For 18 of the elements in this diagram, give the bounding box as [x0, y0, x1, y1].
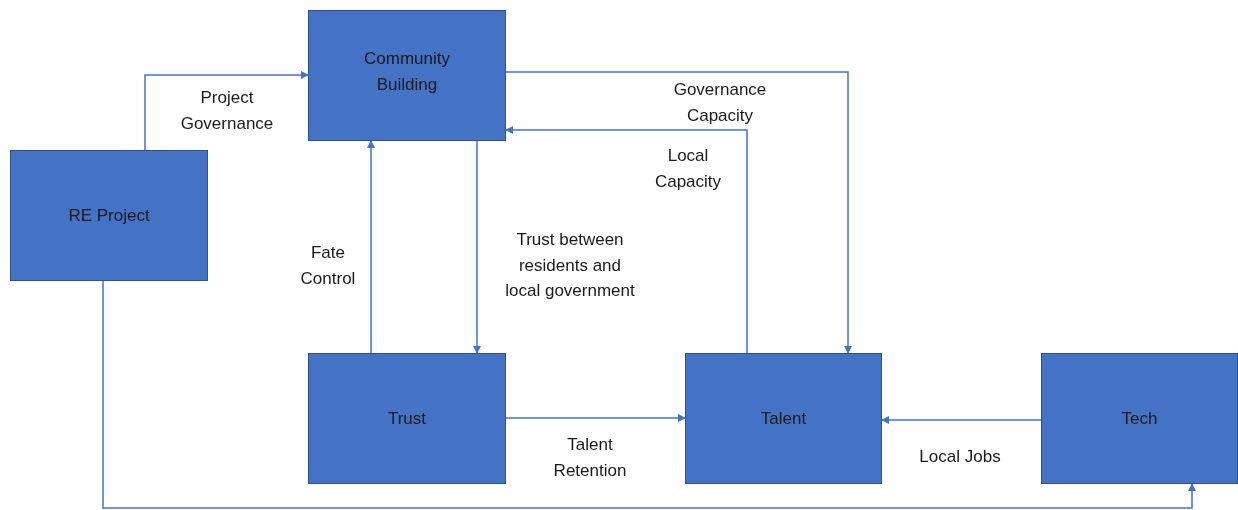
box-label: Talent — [760, 407, 807, 430]
arrow — [102, 280, 1196, 509]
arrow — [505, 414, 686, 422]
box-label: Tech — [1121, 407, 1158, 430]
arrow — [505, 126, 748, 354]
process-box — [1041, 353, 1238, 484]
arrow — [473, 140, 481, 354]
arrow — [505, 71, 852, 354]
process-box — [308, 10, 506, 141]
process-box — [308, 353, 506, 484]
arrow — [367, 140, 375, 354]
box-label: RE Project — [68, 204, 150, 227]
box-label: Trust — [387, 407, 427, 430]
box-label: Community Building — [363, 48, 451, 96]
process-box — [10, 150, 208, 281]
process-box — [685, 353, 882, 484]
arrow — [144, 71, 309, 151]
arrow — [881, 416, 1042, 424]
